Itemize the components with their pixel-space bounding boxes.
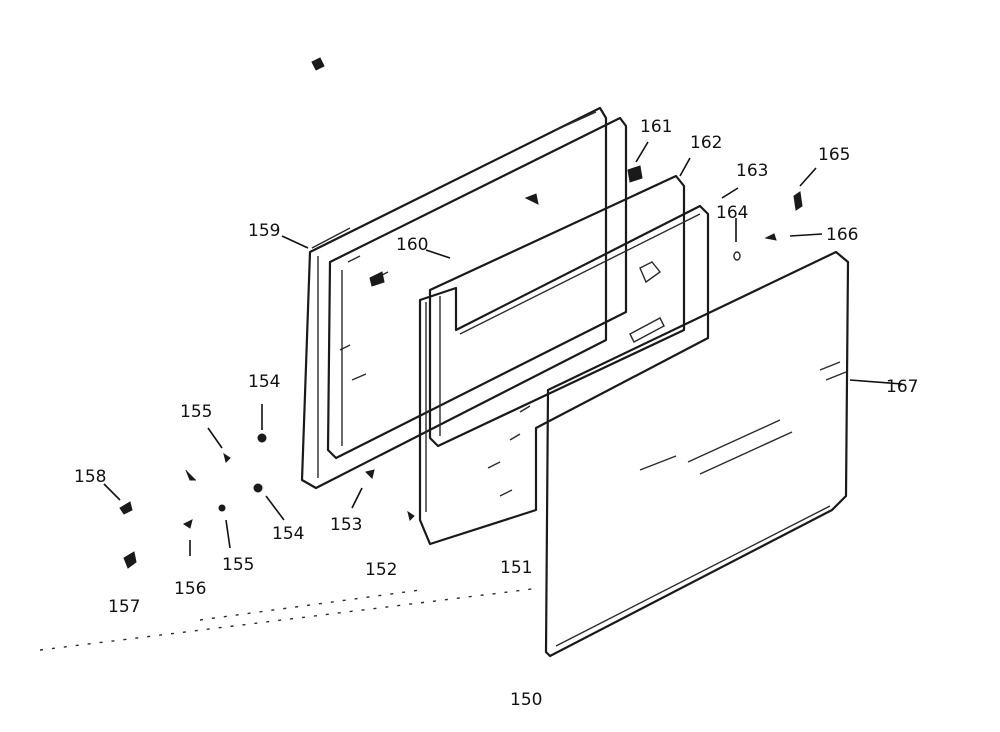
clip-icon — [223, 452, 231, 463]
screw-icon — [218, 504, 226, 512]
callout-155a: 155 — [180, 402, 212, 422]
callout-158: 158 — [74, 467, 106, 487]
callout-165: 165 — [818, 145, 850, 165]
callout-164: 164 — [716, 203, 748, 223]
callout-152: 152 — [365, 560, 397, 580]
callouts: 150 151 152 153 154 154 155 155 156 157 … — [74, 117, 918, 710]
callout-154a: 154 — [248, 372, 280, 392]
clip-icon — [764, 233, 777, 241]
inner-frame — [326, 116, 628, 460]
screw-icon — [311, 57, 325, 71]
callout-157: 157 — [108, 597, 140, 617]
callout-156: 156 — [174, 579, 206, 599]
clip-icon — [365, 469, 375, 479]
nut-icon — [627, 165, 643, 183]
callout-151: 151 — [500, 558, 532, 578]
callout-161: 161 — [640, 117, 672, 137]
callout-162: 162 — [690, 133, 722, 153]
perspective-lines — [39, 587, 541, 651]
screw-icon — [119, 501, 133, 515]
callout-166: 166 — [826, 225, 858, 245]
callout-153: 153 — [330, 515, 362, 535]
washer-icon — [733, 251, 741, 261]
clip-icon — [183, 519, 193, 529]
screw-icon — [793, 191, 803, 211]
callout-150: 150 — [510, 690, 542, 710]
screw-icon — [369, 271, 385, 287]
screw-icon — [257, 433, 267, 443]
callout-163: 163 — [736, 161, 768, 181]
front-cover — [544, 250, 850, 658]
clip-icon — [524, 193, 539, 205]
clip-icon — [185, 469, 196, 481]
callout-160: 160 — [396, 235, 428, 255]
callout-154b: 154 — [272, 524, 304, 544]
screw-icon — [123, 551, 137, 569]
leader-lines — [103, 141, 903, 556]
back-plate — [300, 106, 608, 490]
callout-159: 159 — [248, 221, 280, 241]
loose-parts — [119, 57, 803, 569]
clip-icon — [407, 510, 415, 521]
screw-icon — [253, 483, 263, 493]
housing — [418, 204, 710, 546]
middle-plate — [428, 174, 686, 448]
callout-155b: 155 — [222, 555, 254, 575]
callout-167: 167 — [886, 377, 918, 397]
